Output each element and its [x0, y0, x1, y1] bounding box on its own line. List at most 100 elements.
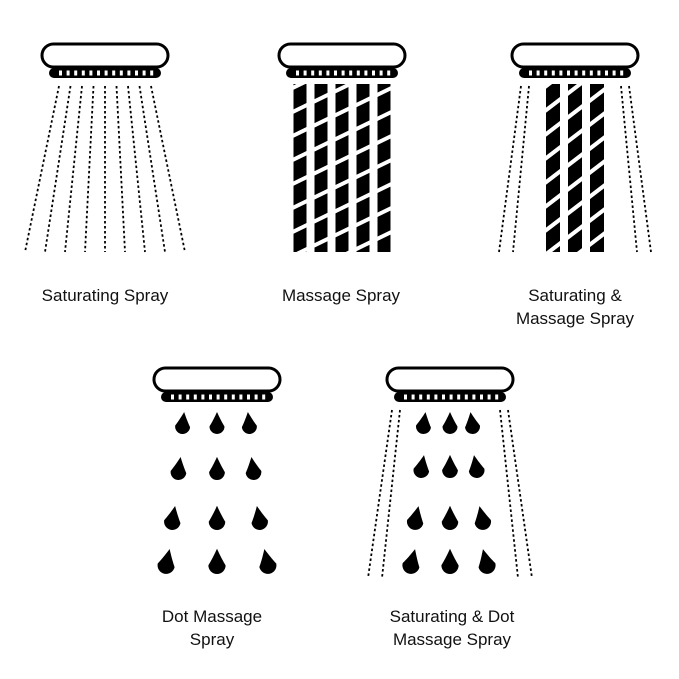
nozzle-slot — [127, 70, 131, 76]
water-droplet — [164, 505, 181, 530]
nozzle-slot — [89, 70, 93, 76]
water-droplet — [442, 454, 458, 479]
nozzle-slot — [216, 394, 220, 400]
nozzle-slot — [224, 394, 228, 400]
nozzle-slot — [254, 394, 258, 400]
nozzle-slot — [178, 394, 182, 400]
water-droplet — [175, 412, 191, 434]
massage-jet — [293, 84, 307, 252]
label-saturating-massage-spray: Saturating & Massage Spray — [486, 284, 664, 330]
jet-break — [293, 132, 391, 188]
water-droplet — [208, 505, 226, 531]
water-droplet — [441, 505, 459, 531]
jet-break — [293, 228, 391, 252]
nozzle-slot — [104, 70, 108, 76]
showerhead-cap — [40, 42, 170, 69]
nozzle-slot — [457, 394, 461, 400]
label-line: Dot Massage — [161, 607, 263, 626]
jet-break — [546, 108, 604, 164]
nozzle-slot — [404, 394, 407, 400]
water-droplet — [157, 548, 175, 574]
spray-stream — [499, 409, 519, 579]
jet-break — [546, 228, 604, 252]
jet-break — [293, 204, 391, 252]
label-saturating-dot-massage-spray: Saturating & Dot Massage Spray — [352, 605, 552, 651]
massage-jets — [541, 0, 609, 252]
spray-stream — [367, 409, 393, 579]
nozzle-slot — [411, 394, 415, 400]
nozzle-slot — [419, 394, 423, 400]
nozzle-slot — [464, 394, 468, 400]
label-line: Saturating & Dot — [389, 607, 515, 626]
nozzle-slot — [567, 70, 570, 76]
nozzle-slot — [605, 70, 608, 76]
nozzle-slot — [119, 70, 123, 76]
nozzle-slot — [379, 70, 383, 76]
water-droplet — [465, 412, 480, 434]
nozzle-slot — [171, 394, 174, 400]
showerhead-cap — [152, 366, 282, 393]
nozzle-slot — [620, 70, 624, 76]
nozzle-slot — [326, 70, 330, 76]
nozzle-slot — [341, 70, 345, 76]
jet-break — [289, 350, 396, 402]
nozzle-slot — [142, 70, 146, 76]
nozzle-slot — [311, 70, 315, 76]
nozzle-slot — [472, 394, 476, 400]
showerhead-dot-massage-spray-icon — [152, 366, 282, 574]
water-droplet — [209, 456, 225, 481]
water-droplet — [468, 455, 485, 478]
nozzle-slot — [81, 70, 85, 76]
label-line: Saturating Spray — [41, 286, 169, 305]
nozzle-slot — [442, 394, 445, 400]
nozzle-slot — [597, 70, 601, 76]
spray-stream — [628, 85, 652, 253]
jet-break — [289, 302, 396, 354]
label-saturating-spray: Saturating Spray — [16, 284, 194, 307]
water-droplet — [402, 549, 420, 574]
jet-break — [546, 204, 604, 252]
nozzle-slot — [247, 394, 250, 400]
showerhead-cap — [277, 42, 407, 69]
jet-break — [541, 0, 609, 42]
water-droplet — [241, 412, 257, 434]
water-droplet — [245, 457, 262, 480]
water-droplet — [406, 506, 424, 530]
jet-break — [293, 84, 391, 116]
nozzle-slot — [544, 70, 548, 76]
nozzle-slot — [536, 70, 540, 76]
water-droplet — [442, 412, 458, 434]
showerhead-saturating-dot-massage-spray-icon — [367, 366, 533, 579]
nozzle-slot — [495, 394, 499, 400]
jet-break — [289, 374, 396, 426]
nozzle-slot — [372, 70, 375, 76]
water-droplet — [208, 548, 226, 574]
nozzle-slot — [135, 70, 138, 76]
label-line: Spray — [189, 630, 235, 649]
water-droplet — [170, 457, 187, 480]
nozzle-slot — [239, 394, 243, 400]
water-droplet — [474, 506, 492, 530]
nozzle-slot — [480, 394, 483, 400]
jet-break — [541, 0, 609, 18]
nozzle-slot — [201, 394, 205, 400]
spray-stream — [381, 409, 401, 579]
nozzle-slot — [364, 70, 368, 76]
spray-stream — [498, 85, 522, 253]
label-line: Massage Spray — [515, 309, 635, 328]
jet-break — [289, 0, 396, 18]
jet-break — [289, 326, 396, 378]
water-droplet — [478, 549, 496, 574]
nozzle-slot — [296, 70, 299, 76]
nozzle-slot — [574, 70, 578, 76]
water-droplet — [441, 548, 459, 574]
label-line: Saturating & — [528, 286, 622, 305]
showerhead-cap — [510, 42, 640, 69]
nozzle-slot — [334, 70, 337, 76]
nozzle-slot — [97, 70, 100, 76]
nozzle-slot — [193, 394, 197, 400]
jet-break — [293, 156, 391, 212]
jet-break — [289, 0, 396, 42]
nozzle-slot — [186, 394, 190, 400]
